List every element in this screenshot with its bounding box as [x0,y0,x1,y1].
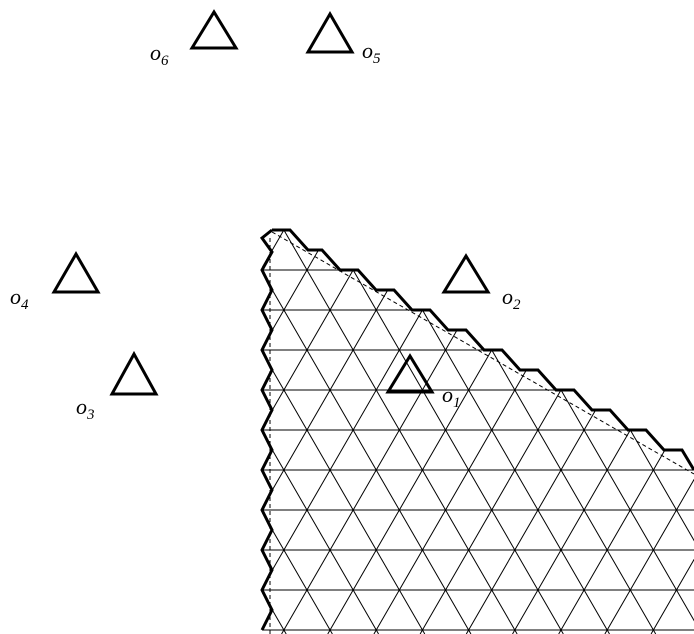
triangle-o6 [189,9,239,50]
label-o6: o6 [150,40,169,69]
dashed-diagonal-line [271,231,694,475]
lattice-diagonal-line [652,230,694,634]
lattice-diagonal-line [283,230,518,634]
triangle-o1 [385,353,435,394]
lattice-diagonal-line [650,230,694,634]
lattice-diagonal-line [262,230,426,634]
lattice-diagonal-line [0,230,7,634]
lattice-diagonal-line [262,230,333,634]
lattice-diagonal-line [262,230,377,634]
label-o4: o4 [10,284,29,313]
triangle-o5 [305,11,355,54]
region-top-boundary [272,228,694,471]
lattice-diagonal-line [262,230,331,634]
lattice-diagonal-line [262,230,472,634]
label-o5: o5 [362,38,381,67]
triangular-lattice [0,230,694,634]
lattice-diagonal-line [604,230,694,634]
triangle-o3 [109,350,159,396]
lattice-diagonal-line [465,230,694,634]
lattice-diagonal-line [262,230,379,634]
lattice-diagonal-line [560,230,694,634]
label-o2: o2 [502,284,521,313]
lattice-diagonal-line [7,230,240,634]
lattice-diagonal-line [262,230,423,634]
triangle-o4 [51,251,101,294]
triangle-o2 [441,253,491,294]
lattice-diagonal-line [375,230,610,634]
lattice-diagonal-line [329,230,564,634]
lattice-diagonal-line [512,230,694,634]
label-o1: o1 [442,382,461,411]
region-left-boundary [259,228,274,631]
lattice-diagonal-line [558,230,694,634]
label-o3: o3 [76,394,95,423]
lattice-diagonal-line [4,230,237,634]
lattice-diagonal-line [373,230,608,634]
lattice-diagonal-line [0,230,53,634]
